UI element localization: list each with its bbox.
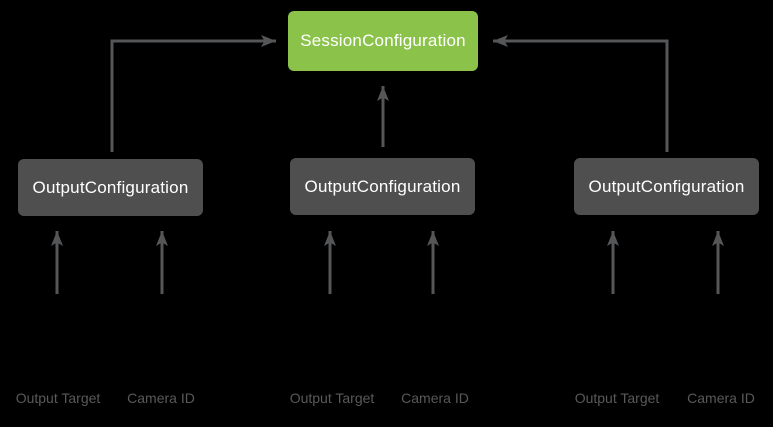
output-configuration-label: OutputConfiguration: [588, 176, 745, 196]
input-label-output-target: Output Target: [15, 390, 101, 406]
output-configuration-box: OutputConfiguration: [290, 158, 475, 215]
arrow-right-output-to-session: [493, 35, 669, 152]
arrow-left-output-to-session: [110, 35, 276, 152]
input-label-output-target: Output Target: [574, 390, 660, 406]
output-configuration-label: OutputConfiguration: [32, 177, 189, 197]
input-label-output-target: Output Target: [289, 390, 375, 406]
input-label-camera-id: Camera ID: [401, 390, 469, 406]
output-configuration-box: OutputConfiguration: [574, 158, 759, 215]
session-configuration-label: SessionConfiguration: [300, 31, 466, 50]
output-configuration-box: OutputConfiguration: [18, 159, 203, 216]
input-label-camera-id: Camera ID: [127, 390, 195, 406]
session-configuration-box: SessionConfiguration: [288, 11, 478, 71]
input-label-camera-id: Camera ID: [687, 390, 755, 406]
output-configuration-label: OutputConfiguration: [304, 176, 461, 196]
